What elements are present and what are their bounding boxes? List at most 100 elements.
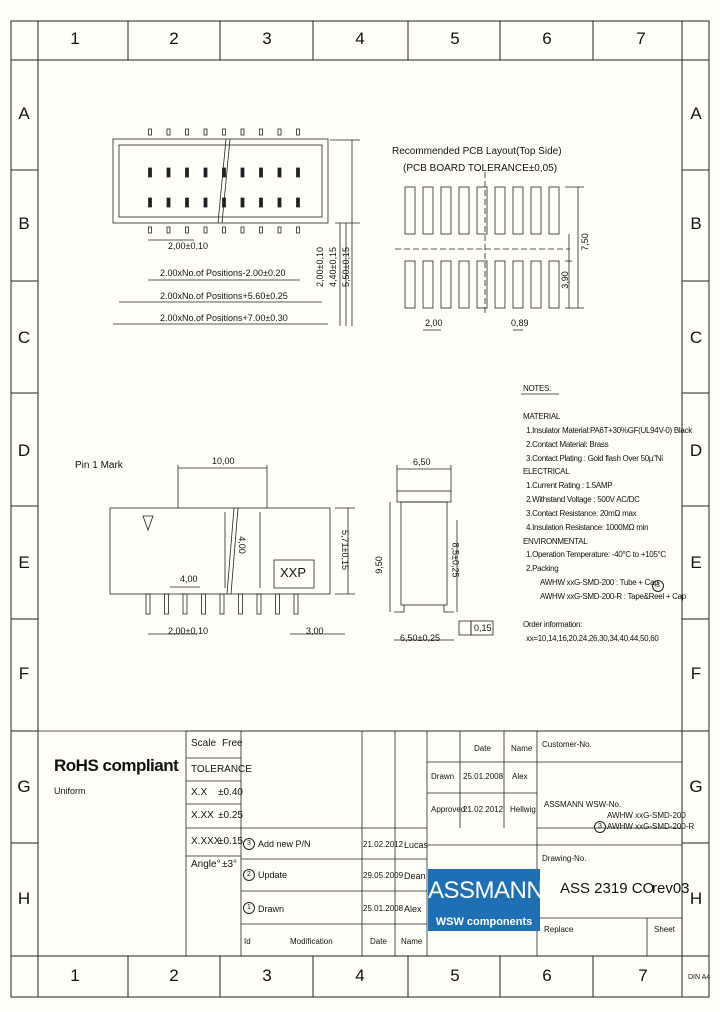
history-header-modification: Modification <box>290 937 333 946</box>
notes-line: AWHW xxG-SMD-200-R : Tape&Reel + Cap <box>540 592 686 601</box>
pcb-pads <box>395 172 584 331</box>
pin <box>203 167 208 178</box>
history-name: Alex <box>404 904 422 914</box>
name-header: Name <box>511 744 533 753</box>
pin <box>166 226 171 234</box>
assmann-logo: ASSMANN WSW components <box>428 869 544 931</box>
approved-name: Hellwig <box>510 805 536 814</box>
pcb-pitch-dim: 2,00 <box>425 318 443 328</box>
end-bottom-dim: 6,50±0,25 <box>400 633 440 643</box>
pin <box>222 197 226 208</box>
end-height2-dim: 8,5±0,25 <box>450 542 461 578</box>
row-label-c-right: C <box>689 328 703 347</box>
tolerance-label: TOLERANCE <box>191 764 252 775</box>
top-pitch-dim: 2,00±0,10 <box>168 241 208 251</box>
pin <box>222 226 226 234</box>
history-header-name: Name <box>401 937 423 946</box>
side-inner-dim: 4,00 <box>236 536 247 554</box>
row-label-b: B <box>18 214 30 233</box>
pin <box>203 226 208 234</box>
history-name: Lucas <box>404 840 429 850</box>
history-modification: Update <box>258 870 288 880</box>
pin <box>164 593 169 615</box>
top-dim-v3: 5,50±0,15 <box>340 247 351 287</box>
pin <box>240 226 245 234</box>
rev-circle-icon: 3 <box>652 580 664 592</box>
tol-value: ±3° <box>222 859 238 870</box>
history-date: 21.02.2012 <box>363 840 404 849</box>
notes-line: Order information: <box>523 620 583 629</box>
part-number-1: AWHW xxG-SMD-200 <box>607 811 686 820</box>
row-label-f-right: F <box>690 664 702 683</box>
pcb-height-dim: 7,50 <box>579 233 590 251</box>
format-label: DIN A4 <box>688 974 711 981</box>
pcb-inner-dim: 3,90 <box>559 271 570 289</box>
rohs-label: RoHS compliant <box>54 756 179 775</box>
notes-line: 2.Contact Material: Brass <box>526 440 609 449</box>
pin <box>203 197 208 208</box>
pin <box>259 167 263 178</box>
pcb-layout-title: Recommended PCB Layout(Top Side) <box>392 146 562 157</box>
col-label-7: 7 <box>636 29 646 48</box>
row-label-b-right: B <box>690 214 702 233</box>
history-date: 29.05.2009 <box>363 871 404 880</box>
row-label-h: H <box>17 889 31 908</box>
row-label-h-right: H <box>689 889 703 908</box>
row-label-e-right: E <box>690 553 702 572</box>
row-label-d-right: D <box>689 441 703 460</box>
pin <box>240 167 245 178</box>
tol-label: Angle° <box>191 859 221 870</box>
notes-line: ENVIRONMENTAL <box>523 537 588 546</box>
pin <box>259 226 263 234</box>
pin <box>238 593 243 615</box>
history-modification: Drawn <box>258 904 285 914</box>
logo-top-text: ASSMANN <box>428 877 544 904</box>
side-marking: XXP <box>280 565 307 580</box>
row-label-g-right: G <box>689 777 703 796</box>
col-label-4-bottom: 4 <box>355 966 365 985</box>
rev-circle-icon: 1 <box>243 902 255 914</box>
pin <box>240 197 245 208</box>
tol-value: ±0.25 <box>218 810 243 821</box>
pin <box>277 226 282 234</box>
pin <box>185 128 189 136</box>
top-positions-6-dim: 2.00xNo.of Positions+5.60±0.25 <box>160 291 288 301</box>
notes-line: 2.Packing <box>526 564 559 573</box>
pin <box>166 128 171 136</box>
pin <box>293 593 299 615</box>
end-height1-dim: 9,50 <box>373 556 384 574</box>
sheet-label: Sheet <box>654 925 675 934</box>
tol-label: X.XXX <box>191 836 221 847</box>
row-label-a-right: A <box>690 104 702 123</box>
end-view-outline <box>389 465 494 641</box>
history-date: 25.01.2008 <box>363 904 404 913</box>
col-label-1: 1 <box>70 29 80 48</box>
tol-value: ±0.40 <box>218 787 243 798</box>
side-ref-dim: 3,00 <box>306 626 324 636</box>
side-pitch-dim: 2,00±0,10 <box>168 626 208 636</box>
notes-line: 4.Insulation Resistance: 1000MΩ min <box>526 523 649 532</box>
col-label-1-bottom: 1 <box>70 966 80 985</box>
notes-line: MATERIAL <box>523 412 561 421</box>
col-label-6-bottom: 6 <box>542 966 552 985</box>
history-modification: Add new P/N <box>258 839 311 849</box>
notes-line: 1.Insulator Material:PA6T+30%GF(UL94V-0)… <box>526 426 692 435</box>
end-flatness: 0,15 <box>474 623 492 633</box>
pcb-pad-dim: 0,89 <box>511 318 529 328</box>
row-label-e: E <box>18 553 30 572</box>
pin <box>166 197 171 208</box>
part-number-2: AWHW xxG-SMD-200-R <box>607 822 695 831</box>
col-label-2: 2 <box>169 29 179 48</box>
end-top-dim: 6,50 <box>413 457 431 467</box>
notes-line: 3.Contact Plating : Gold flash Over 50µ"… <box>526 454 663 463</box>
scale-value: Free <box>222 738 243 749</box>
col-label-7-bottom: 7 <box>638 966 648 985</box>
row-label-d: D <box>17 441 31 460</box>
replace-label: Replace <box>544 925 574 934</box>
row-label-f: F <box>18 664 30 683</box>
pin <box>240 128 245 136</box>
side-pin-dim: 4,00 <box>180 574 198 584</box>
row-label-a: A <box>18 104 30 123</box>
pin <box>203 128 208 136</box>
top-positions-2-dim: 2.00xNo.of Positions-2.00±0.20 <box>160 268 286 278</box>
